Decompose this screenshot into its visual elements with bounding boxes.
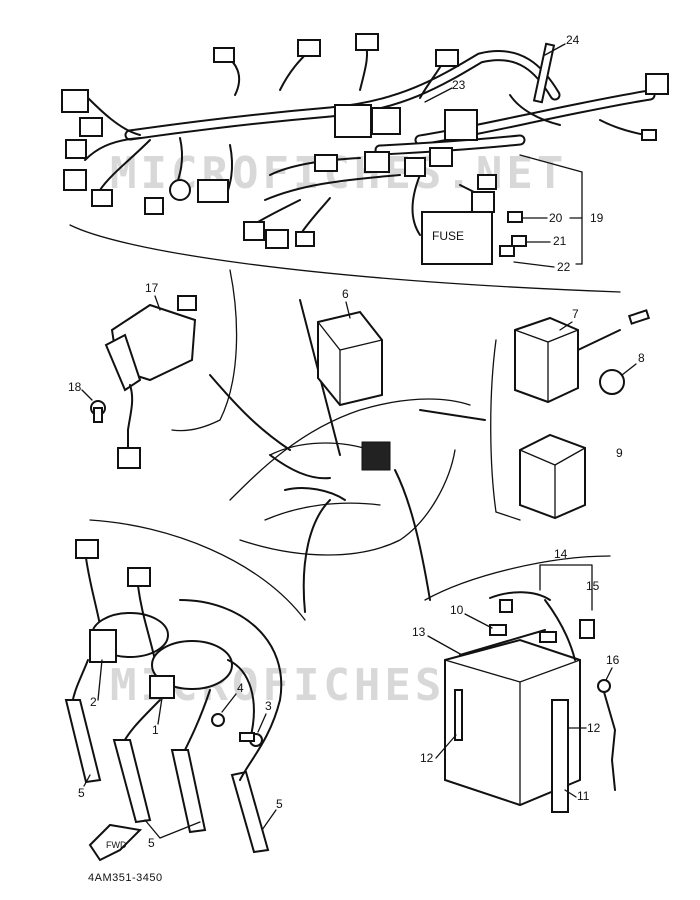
callout-24: 24: [566, 33, 580, 47]
callout-7: 7: [572, 307, 579, 321]
starter-relay-7: [514, 309, 651, 404]
fwd-arrow-icon: FWD: [88, 823, 143, 862]
callout-11: 11: [577, 789, 590, 803]
cover-8: [599, 369, 625, 395]
center-connector: [361, 441, 391, 471]
cdi-unit-6: [317, 310, 383, 407]
screw-18: [90, 400, 106, 423]
negative-lead-16: [597, 679, 616, 791]
fuse-box: [421, 211, 493, 265]
diagram-code: 4AM351-3450: [88, 872, 163, 884]
callout-9: 9: [616, 446, 623, 460]
washer-4: [211, 713, 225, 727]
callout-8: 8: [638, 351, 645, 365]
callout-19: 19: [590, 211, 604, 225]
callout-21: 21: [553, 234, 567, 248]
battery-band-12: [454, 689, 569, 813]
callout-10: 10: [450, 603, 464, 617]
callout-15: 15: [586, 579, 600, 593]
callout-5a: 5: [78, 786, 85, 800]
callout-13: 13: [412, 625, 426, 639]
fwd-label: FWD: [106, 840, 127, 850]
bolt-3: [239, 732, 263, 747]
callouts: 24 23 20 19 21 22 17 18 6 7 8 9 14 15 10…: [68, 33, 645, 850]
callout-22: 22: [557, 260, 571, 274]
callout-14: 14: [554, 547, 568, 561]
starter-relay-17: [104, 295, 197, 469]
ignition-coil-1: [112, 567, 283, 854]
fuse-label: FUSE: [432, 229, 464, 243]
callout-6: 6: [342, 287, 349, 301]
callout-20: 20: [549, 211, 563, 225]
flasher-relay-9: [519, 433, 586, 520]
fuse-22: [499, 245, 515, 257]
callout-17: 17: [145, 281, 159, 295]
fuse-21: [511, 235, 527, 247]
wire-harness: FUSE: [61, 33, 669, 265]
callout-4: 4: [237, 681, 244, 695]
battery-leads-14: [489, 591, 595, 661]
callout-5c: 5: [276, 797, 283, 811]
band-24: [532, 42, 556, 104]
battery-11: [444, 624, 581, 807]
callout-1: 1: [152, 723, 159, 737]
fuse-20: [507, 211, 523, 223]
callout-5b: 5: [148, 836, 155, 850]
callout-18: 18: [68, 380, 82, 394]
callout-12b: 12: [420, 751, 434, 765]
callout-3: 3: [265, 699, 272, 713]
callout-12a: 12: [587, 721, 601, 735]
callout-2: 2: [90, 695, 97, 709]
ignition-coil-2: [64, 539, 169, 784]
callout-16: 16: [606, 653, 620, 667]
callout-23: 23: [452, 78, 466, 92]
